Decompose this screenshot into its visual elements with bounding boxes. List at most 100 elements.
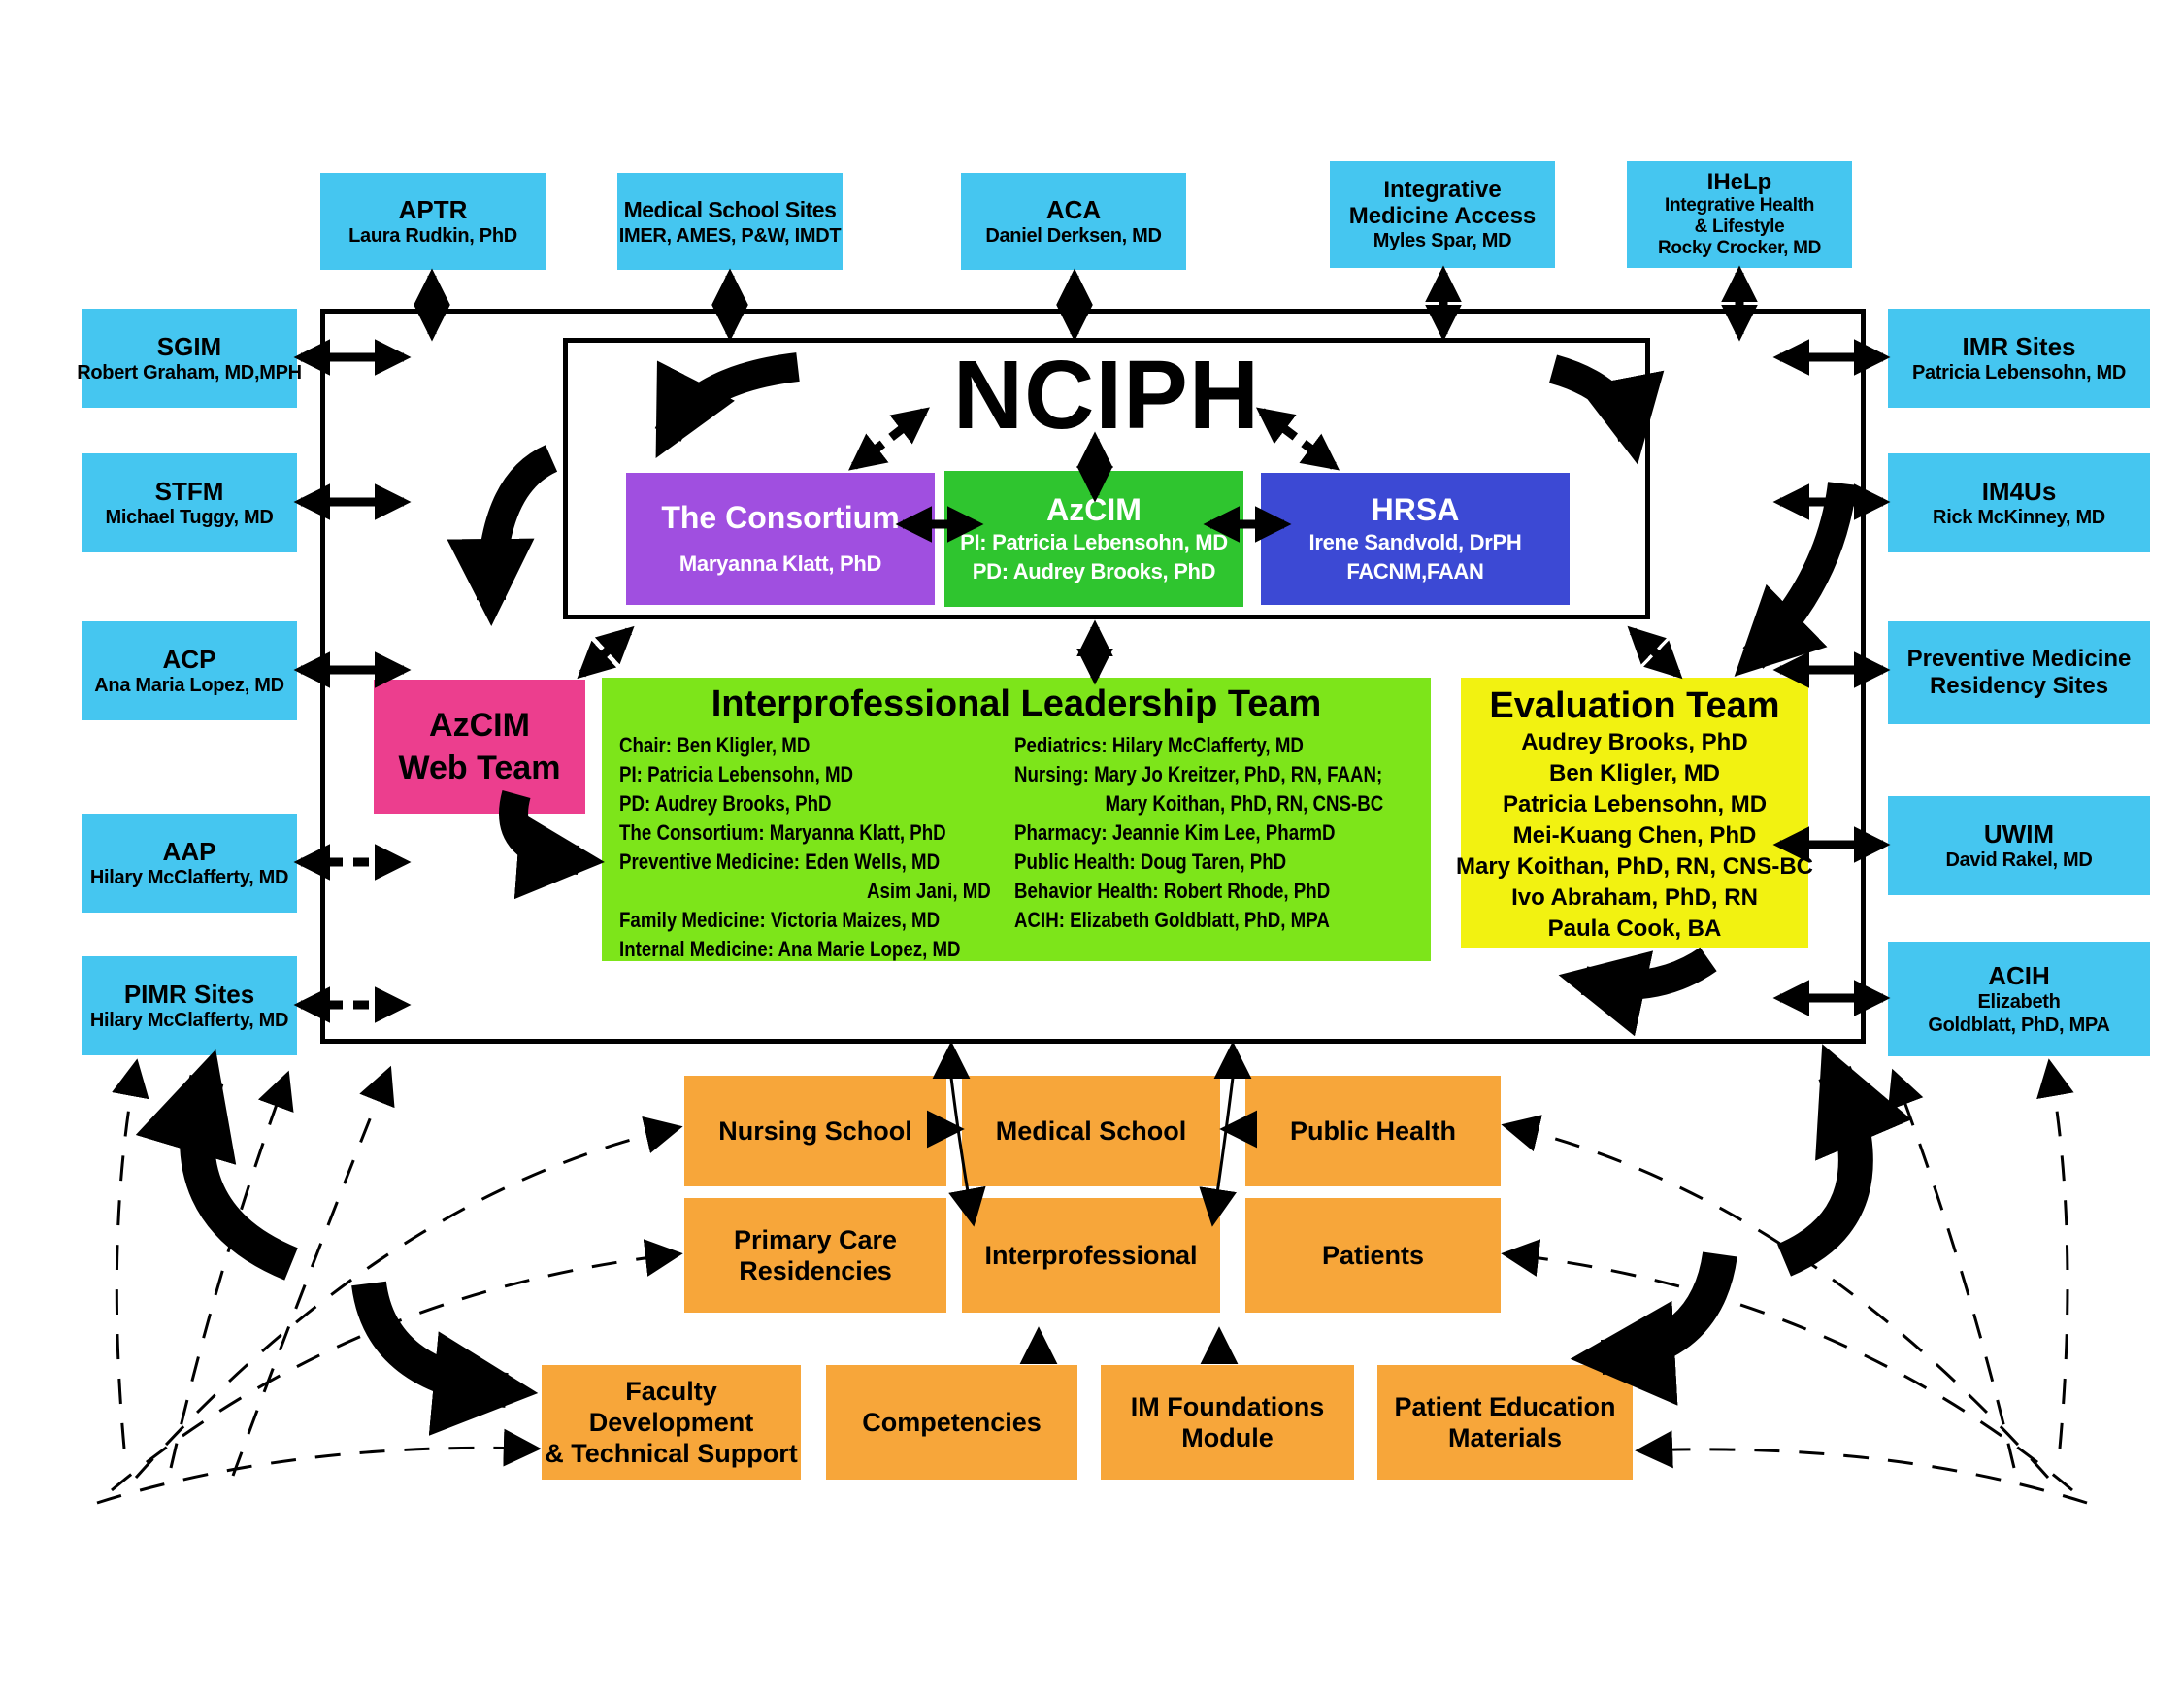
partner-title: Medical School Sites <box>623 197 837 222</box>
partner-title: Preventive Medicine <box>1906 646 2132 672</box>
audience-label: Interprofessional <box>984 1241 1198 1270</box>
partner-box-aap: AAP Hilary McClafferty, MD <box>82 814 297 913</box>
partner-subtitle: Integrative Health <box>1664 195 1815 216</box>
audience-label: Patients <box>1321 1241 1425 1270</box>
ilt-behavior-health: Behavior Health: Robert Rhode, PhD <box>1014 879 1331 903</box>
audience-label: Primary Care <box>733 1225 898 1254</box>
ilt-family-medicine: Family Medicine: Victoria Maizes, MD <box>619 908 941 932</box>
partner-box-aptr: APTR Laura Rudkin, PhD <box>320 173 546 270</box>
hrsa-credentials: FACNM,FAAN <box>1346 559 1484 583</box>
partner-title: Integrative <box>1383 177 1502 203</box>
audience-label: Public Health <box>1289 1116 1457 1146</box>
leadership-team-left-column: Chair: Ben Kligler, MD PI: Patricia Lebe… <box>619 731 1008 964</box>
partner-title: SGIM <box>156 332 222 361</box>
hrsa-name: Irene Sandvold, DrPH <box>1308 530 1522 554</box>
resource-label: Faculty Development <box>588 1377 754 1437</box>
ilt-public-health: Public Health: Doug Taren, PhD <box>1014 850 1287 874</box>
partner-name: Rick McKinney, MD <box>1933 507 2105 528</box>
partner-title: AAP <box>162 837 216 866</box>
partner-name: Hilary McClafferty, MD <box>89 867 289 888</box>
consortium-title: The Consortium <box>661 500 900 535</box>
ilt-pi: PI: Patricia Lebensohn, MD <box>619 762 854 786</box>
ilt-pharmacy: Pharmacy: Jeannie Kim Lee, PharmD <box>1014 820 1336 845</box>
partner-title: ACIH <box>1988 961 2050 990</box>
partner-box-preventive-medicine-residency-sites: Preventive Medicine Residency Sites <box>1888 621 2150 724</box>
consortium-name: Maryanna Klatt, PhD <box>678 551 882 576</box>
resource-box-patient-education-materials: Patient Education Materials <box>1377 1365 1633 1480</box>
partner-box-stfm: STFM Michael Tuggy, MD <box>82 453 297 552</box>
audience-box-primary-care-residencies: Primary Care Residencies <box>684 1198 946 1313</box>
partner-name: Daniel Derksen, MD <box>985 225 1162 247</box>
partner-box-uwim: UWIM David Rakel, MD <box>1888 796 2150 895</box>
hrsa-box: HRSA Irene Sandvold, DrPH FACNM,FAAN <box>1261 473 1570 605</box>
partner-name: IMER, AMES, P&W, IMDT <box>618 225 842 247</box>
azcim-box: AzCIM PI: Patricia Lebensohn, MD PD: Aud… <box>944 471 1243 607</box>
nciph-title: NCIPH <box>952 341 1261 450</box>
azcim-web-team-box: AzCIM Web Team <box>374 680 585 814</box>
partner-name: Elizabeth <box>1977 991 2061 1013</box>
leadership-team-title: Interprofessional Leadership Team <box>711 683 1322 724</box>
audience-box-nursing-school: Nursing School <box>684 1076 946 1186</box>
partner-box-aca: ACA Daniel Derksen, MD <box>961 173 1186 270</box>
partner-title: Medicine Access <box>1348 203 1537 229</box>
partner-name: Rocky Crocker, MD <box>1657 238 1822 258</box>
partner-title: UWIM <box>1983 819 2055 849</box>
partner-name: Patricia Lebensohn, MD <box>1911 362 2127 383</box>
leadership-team-right-column: Pediatrics: Hilary McClafferty, MD Nursi… <box>1014 731 1427 935</box>
partner-box-acih: ACIH Elizabeth Goldblatt, PhD, MPA <box>1888 942 2150 1056</box>
partner-title: PIMR Sites <box>123 980 255 1009</box>
resource-label: & Technical Support <box>545 1439 798 1468</box>
evaluation-team-title: Evaluation Team <box>1489 685 1780 726</box>
resource-label: Patient Education <box>1394 1392 1616 1421</box>
audience-box-patients: Patients <box>1245 1198 1501 1313</box>
web-team-line1: AzCIM <box>429 707 530 744</box>
partner-title: APTR <box>398 195 468 224</box>
ilt-acih: ACIH: Elizabeth Goldblatt, PhD, MPA <box>1014 908 1330 932</box>
resource-label: IM Foundations <box>1130 1392 1325 1421</box>
partner-name: Myles Spar, MD <box>1373 230 1512 251</box>
partner-box-ihelp: IHeLp Integrative Health & Lifestyle Roc… <box>1627 161 1852 268</box>
ilt-chair: Chair: Ben Kligler, MD <box>619 733 811 757</box>
hrsa-title: HRSA <box>1371 492 1460 527</box>
partner-box-acp: ACP Ana Maria Lopez, MD <box>82 621 297 720</box>
partner-name: Ana Maria Lopez, MD <box>94 675 284 696</box>
partner-box-medical-school-sites: Medical School Sites IMER, AMES, P&W, IM… <box>617 173 843 270</box>
partner-box-integrative-medicine-access: Integrative Medicine Access Myles Spar, … <box>1330 161 1555 268</box>
eval-member: Mei-Kuang Chen, PhD <box>1512 822 1757 849</box>
partner-name: Goldblatt, PhD, MPA <box>1928 1015 2110 1036</box>
eval-member: Ivo Abraham, PhD, RN <box>1511 884 1758 911</box>
resource-box-competencies: Competencies <box>826 1365 1077 1480</box>
eval-member: Ben Kligler, MD <box>1548 760 1721 786</box>
partner-name: David Rakel, MD <box>1945 850 2093 871</box>
audience-label: Nursing School <box>718 1116 912 1146</box>
ilt-preventive-medicine: Preventive Medicine: Eden Wells, MD <box>619 850 941 874</box>
audience-box-public-health: Public Health <box>1245 1076 1501 1186</box>
ilt-nursing: Nursing: Mary Jo Kreitzer, PhD, RN, FAAN… <box>1014 762 1383 786</box>
partner-title: IMR Sites <box>1962 332 2076 361</box>
eval-member: Patricia Lebensohn, MD <box>1502 791 1768 817</box>
leadership-team-box: Interprofessional Leadership Team Chair:… <box>602 678 1431 961</box>
azcim-pi: PI: Patricia Lebensohn, MD <box>960 530 1228 554</box>
partner-name: Michael Tuggy, MD <box>105 507 274 528</box>
partner-title: STFM <box>154 477 224 506</box>
ilt-consortium: The Consortium: Maryanna Klatt, PhD <box>619 820 946 845</box>
partner-name: Laura Rudkin, PhD <box>348 225 517 247</box>
partner-title: ACA <box>1045 195 1102 224</box>
partner-name: Hilary McClafferty, MD <box>89 1010 289 1031</box>
ilt-preventive-medicine-2: Asim Jani, MD <box>867 879 991 903</box>
audience-box-medical-school: Medical School <box>962 1076 1220 1186</box>
audience-label: Medical School <box>995 1116 1187 1146</box>
partner-box-sgim: SGIM Robert Graham, MD,MPH <box>77 309 302 408</box>
eval-member: Mary Koithan, PhD, RN, CNS-BC <box>1456 853 1814 880</box>
partner-title: ACP <box>162 645 216 674</box>
eval-member: Audrey Brooks, PhD <box>1521 729 1748 755</box>
ilt-pediatrics: Pediatrics: Hilary McClafferty, MD <box>1014 733 1304 757</box>
partner-box-imr-sites: IMR Sites Patricia Lebensohn, MD <box>1888 309 2150 408</box>
consortium-box: The Consortium Maryanna Klatt, PhD <box>626 473 935 605</box>
resource-box-faculty-development: Faculty Development & Technical Support <box>542 1365 801 1480</box>
partner-box-pimr-sites: PIMR Sites Hilary McClafferty, MD <box>82 956 297 1055</box>
resource-label: Competencies <box>862 1408 1042 1437</box>
ilt-pd: PD: Audrey Brooks, PhD <box>619 791 832 816</box>
evaluation-team-box: Evaluation Team Audrey Brooks, PhD Ben K… <box>1456 678 1813 948</box>
